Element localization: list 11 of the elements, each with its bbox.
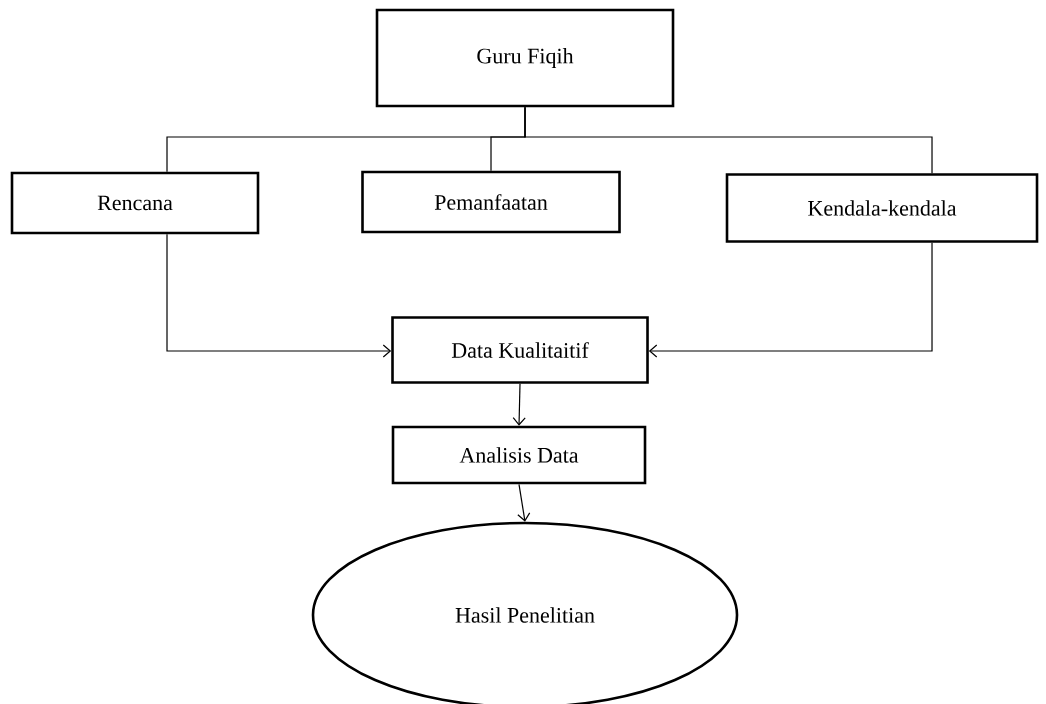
process-box: Guru Fiqih [375,8,675,108]
arrow [648,242,933,358]
process-box: Data Kualitaitif [391,316,649,384]
connector-line [524,106,933,174]
arrow [517,483,531,522]
process-box: Pemanfaatan [361,170,621,234]
process-box: Rencana [10,171,260,235]
process-box: Analisis Data [391,425,647,485]
arrow [512,383,526,426]
process-box: Kendala-kendala [725,173,1039,243]
arrow [166,233,392,358]
